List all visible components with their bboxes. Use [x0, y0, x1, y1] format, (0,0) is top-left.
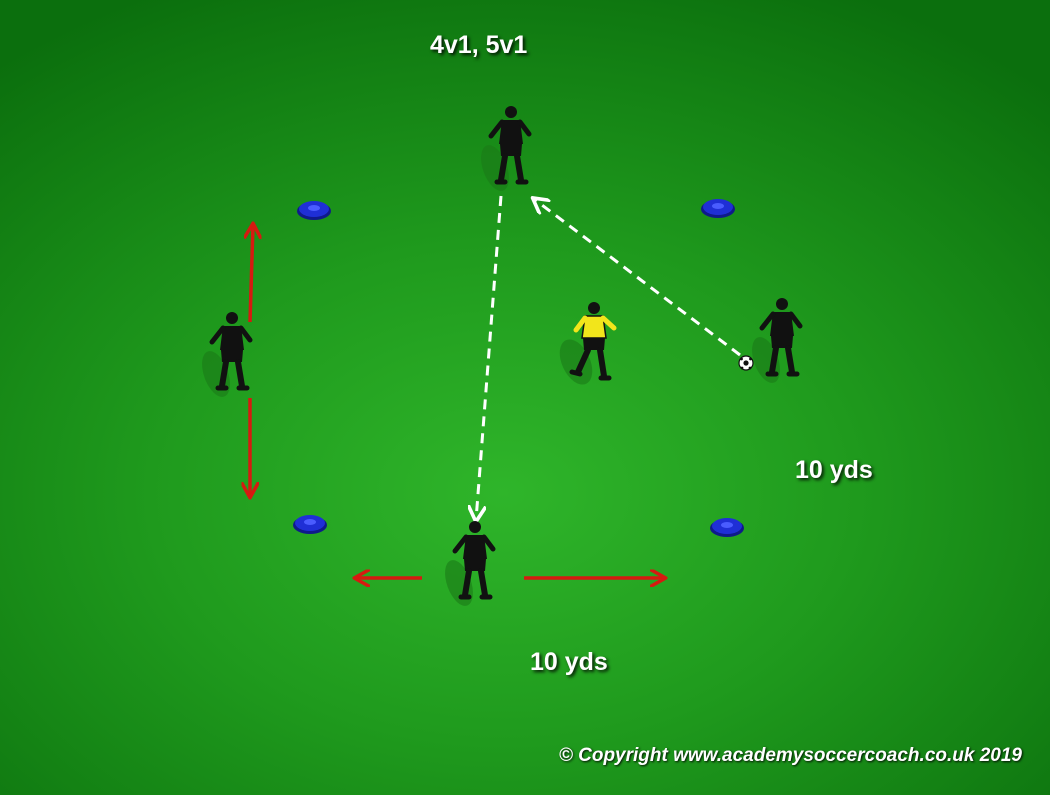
soccer-ball-icon	[738, 355, 754, 371]
cone-marker-icon	[297, 201, 331, 220]
drill-title: 4v1, 5v1	[430, 31, 528, 59]
attacker-player-icon	[440, 521, 493, 610]
defender-player-icon	[553, 302, 614, 390]
attacker-player-icon	[747, 298, 800, 387]
cone-marker-icon	[701, 199, 735, 218]
pass-line-right-to-top	[534, 199, 741, 357]
copyright-notice: © Copyright www.academysoccercoach.co.uk…	[558, 745, 1022, 766]
cone-marker-icon	[293, 515, 327, 534]
bottom-distance-label: 10 yds	[530, 648, 608, 676]
pass-line-top-to-bottom	[476, 195, 503, 520]
cone-marker-icon	[710, 518, 744, 537]
side-distance-label: 10 yds	[795, 456, 873, 484]
attacker-player-icon	[197, 312, 250, 401]
attacker-player-icon	[476, 106, 529, 195]
movement-arrow-left-up	[250, 225, 253, 323]
